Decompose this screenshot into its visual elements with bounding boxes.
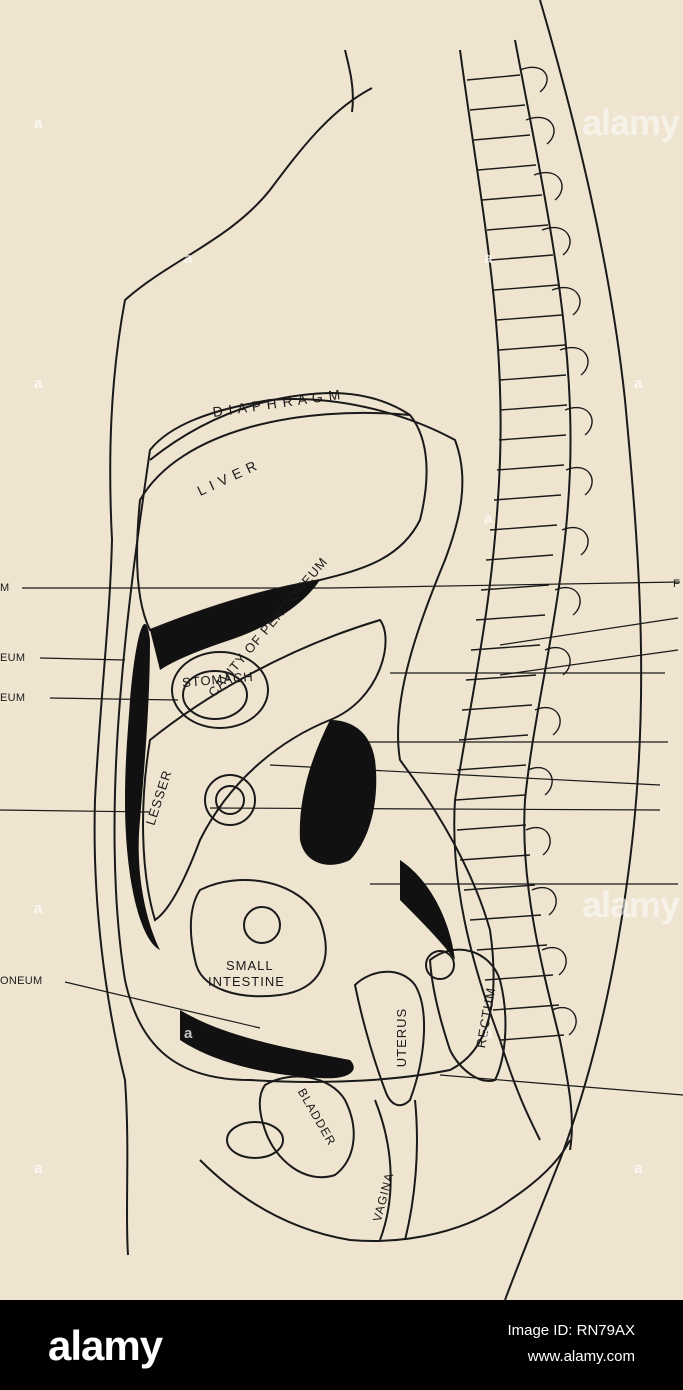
label-intestine: INTESTINE — [208, 974, 285, 989]
alamy-logo[interactable]: alamy — [48, 1322, 163, 1369]
left-label-eum-1: EUM — [0, 652, 26, 664]
watermark-mark: a — [484, 250, 493, 267]
leader-lines — [0, 581, 683, 1096]
footer-url-link[interactable]: www.alamy.com — [527, 1348, 635, 1365]
pubic-bone — [226, 1121, 284, 1159]
stomach-outline — [171, 651, 269, 729]
back-contour — [504, 0, 643, 1300]
watermark-mark: a — [484, 510, 493, 527]
left-label-oneum: ONEUM — [0, 975, 43, 987]
sagittal-section-drawing — [0, 0, 683, 1300]
transverse-colon-lumen — [215, 785, 245, 815]
watermark-mark: a — [634, 1160, 643, 1177]
rectum-outline — [428, 948, 507, 1082]
watermark-mark: a — [634, 375, 643, 392]
pelvic-floor — [199, 1139, 571, 1242]
watermark-word: alamy — [582, 884, 680, 925]
right-label-f: F — [673, 578, 681, 590]
watermark-mark: a — [184, 1025, 193, 1042]
stock-footer-bar: alamy Image ID: RN79AX www.alamy.com — [0, 1300, 683, 1390]
vertebral-ticks — [455, 74, 568, 1041]
transverse-colon — [204, 774, 256, 826]
lesser-sac — [142, 618, 387, 922]
watermark-mark: a — [484, 1025, 493, 1042]
watermark-mark: a — [34, 375, 43, 392]
vagina-outline — [374, 1099, 418, 1241]
diaphragm-arc — [149, 391, 411, 461]
front-contour — [93, 87, 373, 1256]
anatomical-plate: M EUM EUM ONEUM F D I A P H R A G M L I … — [0, 0, 683, 1300]
spine-anterior — [453, 49, 541, 1141]
small-intestine-outline — [189, 879, 327, 998]
abdominal-wall — [113, 398, 495, 1083]
watermark-mark: a — [34, 1160, 43, 1177]
watermark-mark: a — [34, 900, 43, 917]
watermark-word: alamy — [582, 102, 680, 143]
left-label-eum-2: EUM — [0, 692, 26, 704]
liver-outline — [136, 411, 428, 632]
left-label-m: M — [0, 582, 10, 594]
uterus-outline — [353, 970, 426, 1107]
watermark-mark: a — [34, 115, 43, 132]
arm-line — [344, 49, 354, 113]
label-uterus: UTERUS — [394, 1007, 410, 1068]
watermark-mark: a — [184, 250, 193, 267]
rectum-lumen — [425, 950, 455, 980]
spine-posterior — [514, 39, 573, 1151]
peritoneal-dark-fills — [125, 580, 455, 1079]
stomach-inner — [182, 670, 248, 720]
spinous-processes — [519, 66, 593, 1036]
label-small: SMALL — [226, 958, 274, 973]
image-id: Image ID: RN79AX — [507, 1322, 635, 1339]
intestine-loop — [243, 906, 281, 944]
